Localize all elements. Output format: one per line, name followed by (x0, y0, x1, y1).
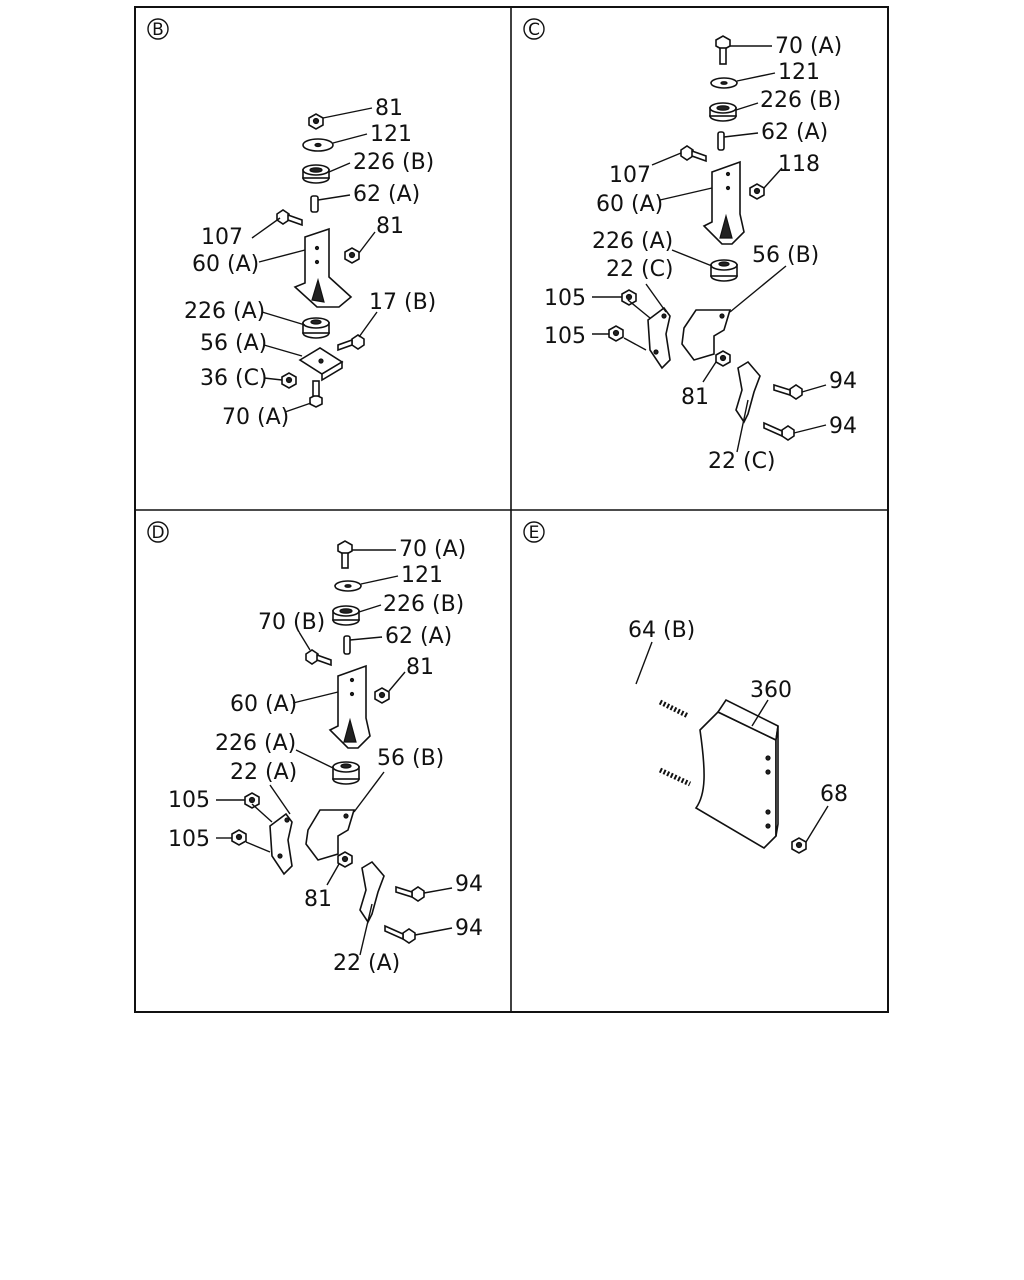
panel-d-label: 226 (A) (215, 731, 296, 756)
panel-d-label: 81 (304, 887, 332, 912)
panel-b-label: 62 (A) (353, 182, 420, 207)
panel-d-label: 22 (A) (333, 951, 400, 976)
panel-d-label: 105 (168, 788, 210, 813)
panel-c-parts (608, 35, 803, 441)
panel-e: E 64 (B) 360 68 (523, 521, 848, 854)
panel-d-label: 56 (B) (377, 746, 444, 771)
panel-d-label: 105 (168, 827, 210, 852)
panel-d-label: 226 (B) (383, 592, 464, 617)
panel-c-marker-circle (523, 18, 545, 40)
panel-c-marker: C (528, 20, 540, 40)
panel-c-label: 70 (A) (775, 34, 842, 59)
panel-c-label: 105 (544, 324, 586, 349)
panel-d-label: 121 (401, 563, 443, 588)
panel-d-marker-circle (147, 521, 169, 543)
panel-b-label: 226 (B) (353, 150, 434, 175)
panel-b-label: 107 (201, 225, 243, 250)
panel-d-labels: 70 (A) 121 226 (B) 70 (B) 62 (A) 81 60 (… (168, 537, 483, 976)
panel-c: C (523, 18, 857, 474)
panel-d-label: 62 (A) (385, 624, 452, 649)
panel-b-label: 56 (A) (200, 331, 267, 356)
panel-c-labels: 70 (A) 121 226 (B) 62 (A) 107 118 60 (A)… (544, 34, 857, 474)
panel-c-label: 121 (778, 60, 820, 85)
panel-c-label: 105 (544, 286, 586, 311)
panel-d-parts (231, 540, 425, 944)
panel-d-label: 94 (455, 872, 483, 897)
panel-b-label: 81 (375, 96, 403, 121)
panel-b-label: 226 (A) (184, 299, 265, 324)
panel-d-leaders (216, 549, 453, 956)
panel-c-label: 118 (778, 152, 820, 177)
panel-d-label: 94 (455, 916, 483, 941)
panel-d-marker: D (151, 523, 164, 543)
panel-c-label: 62 (A) (761, 120, 828, 145)
panel-b-leaders (251, 107, 378, 413)
panel-b-label: 70 (A) (222, 405, 289, 430)
panel-c-label: 107 (609, 163, 651, 188)
panel-c-label: 56 (B) (752, 243, 819, 268)
panel-c-label: 94 (829, 369, 857, 394)
panel-e-label: 68 (820, 782, 848, 807)
panel-e-labels: 64 (B) 360 68 (628, 618, 848, 807)
panel-d-label: 22 (A) (230, 760, 297, 785)
panel-c-label: 226 (B) (760, 88, 841, 113)
panel-b: B (147, 18, 436, 430)
panel-e-parts (561, 656, 807, 854)
panel-c-label: 94 (829, 414, 857, 439)
panel-d-label: 60 (A) (230, 692, 297, 717)
panel-d: D (147, 521, 483, 976)
panel-b-label: 81 (376, 214, 404, 239)
panel-c-label: 226 (A) (592, 229, 673, 254)
panel-b-labels: 81 121 226 (B) 62 (A) 107 81 60 (A) 226 … (184, 96, 436, 430)
panel-b-label: 17 (B) (369, 290, 436, 315)
panel-e-marker-circle (523, 521, 545, 543)
panel-b-label: 60 (A) (192, 252, 259, 277)
panel-e-marker: E (529, 523, 540, 543)
panel-b-parts (276, 113, 365, 408)
panel-d-label: 81 (406, 655, 434, 680)
panel-c-leaders (592, 45, 827, 453)
panel-b-marker-circle (147, 18, 169, 40)
panel-b-label: 121 (370, 122, 412, 147)
panel-c-label: 22 (C) (708, 449, 776, 474)
panel-c-label: 22 (C) (606, 257, 674, 282)
panel-e-label: 64 (B) (628, 618, 695, 643)
panel-d-label: 70 (A) (399, 537, 466, 562)
panel-e-label: 360 (750, 678, 792, 703)
panel-c-label: 81 (681, 385, 709, 410)
panel-b-marker: B (152, 20, 164, 40)
panel-c-label: 60 (A) (596, 192, 663, 217)
panel-b-label: 36 (C) (200, 366, 268, 391)
panel-d-label: 70 (B) (258, 610, 325, 635)
panel-e-leaders (635, 641, 829, 843)
